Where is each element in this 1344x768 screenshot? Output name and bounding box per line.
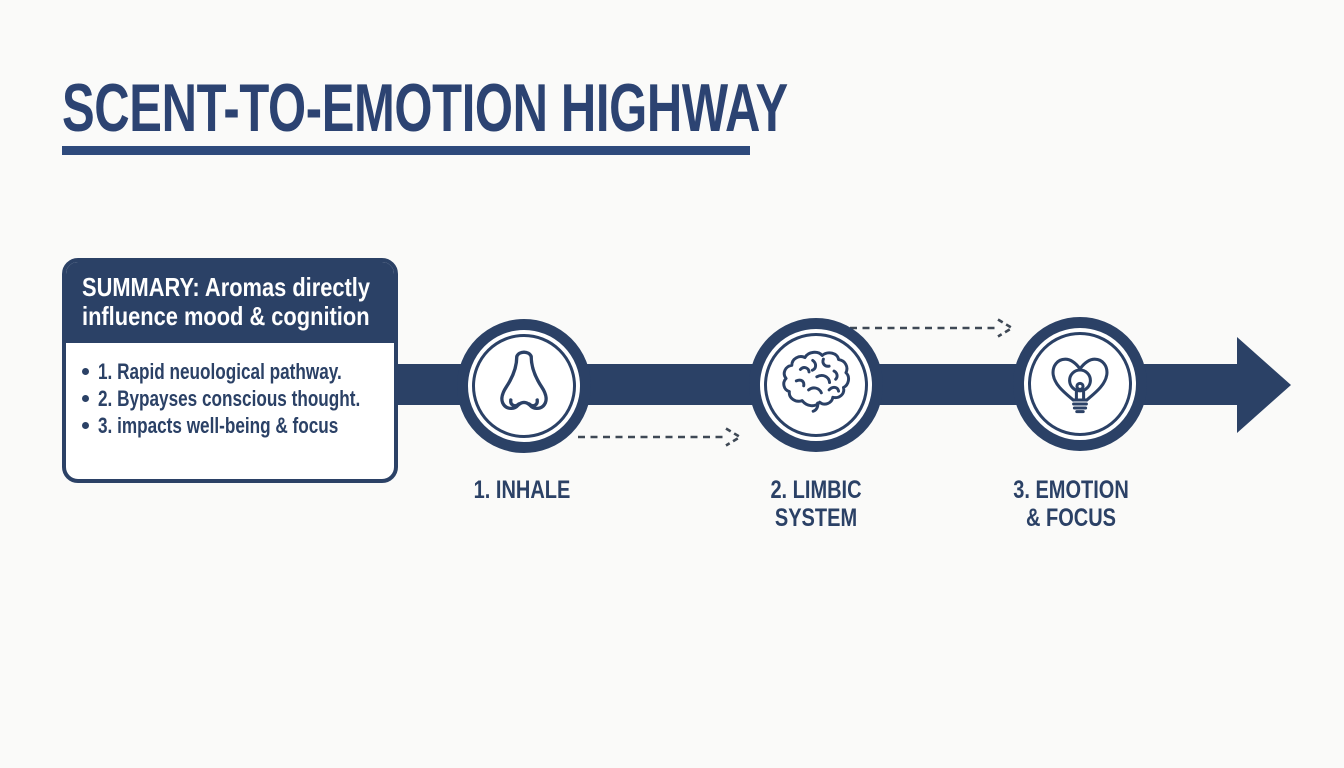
nose-icon (500, 350, 548, 411)
step-label-limbic-system: 2. LIMBIC SYSTEM (706, 476, 926, 532)
summary-bullet-list: 1. Rapid neuological pathway. 2. Bypayse… (66, 358, 394, 439)
summary-header: SUMMARY: Aromas directly influence mood … (66, 262, 394, 343)
title-underline (62, 146, 750, 155)
step-label-line1: 2. LIMBIC (770, 476, 862, 504)
summary-box: SUMMARY: Aromas directly influence mood … (62, 258, 398, 483)
heart-bulb-icon (1051, 357, 1109, 414)
brain-icon (782, 350, 851, 413)
list-item: 2. Bypayses conscious thought. (82, 385, 394, 412)
list-item: 3. impacts well-being & focus (82, 412, 394, 439)
bullet-dot-icon (82, 395, 89, 402)
bullet-text: 1. Rapid neuological pathway. (98, 358, 342, 384)
dashed-arrow-2-icon (850, 318, 1015, 338)
node-inner-ring (472, 334, 576, 438)
bullet-text: 3. impacts well-being & focus (98, 412, 339, 438)
step-label-line2: SYSTEM (774, 504, 858, 532)
step-node-emotion-focus (1013, 317, 1147, 451)
list-item: 1. Rapid neuological pathway. (82, 358, 394, 385)
step-label-line1: 1. INHALE (473, 476, 571, 504)
step-label-emotion-focus: 3. EMOTION & FOCUS (961, 476, 1181, 532)
summary-header-line1: SUMMARY: Aromas directly (82, 272, 371, 302)
arrowhead-icon (1237, 337, 1291, 433)
step-node-limbic-system (749, 318, 883, 452)
node-inner-ring (1028, 332, 1132, 436)
step-node-inhale (457, 319, 591, 453)
summary-header-line2: influence mood & cognition (82, 301, 370, 331)
step-label-inhale: 1. INHALE (412, 476, 632, 504)
bullet-dot-icon (82, 422, 89, 429)
bullet-dot-icon (82, 368, 89, 375)
bullet-text: 2. Bypayses conscious thought. (98, 385, 361, 411)
node-inner-ring (764, 333, 868, 437)
page-title: SCENT-TO-EMOTION HIGHWAY (62, 70, 788, 146)
dashed-arrow-1-icon (578, 427, 743, 447)
step-label-line2: & FOCUS (1026, 504, 1116, 532)
step-label-line1: 3. EMOTION (1013, 476, 1129, 504)
